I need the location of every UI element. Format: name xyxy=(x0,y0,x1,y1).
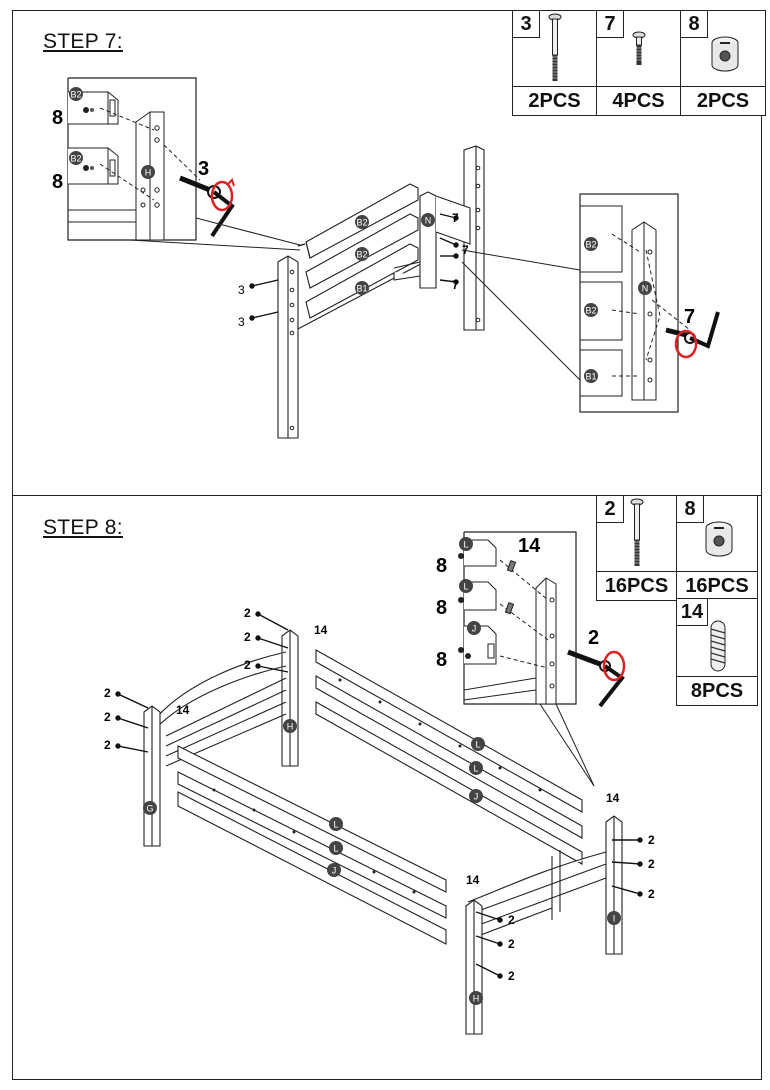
callout-number: 2 xyxy=(648,833,655,847)
short-bolt-icon xyxy=(632,31,646,65)
dowel-icon xyxy=(710,620,726,672)
barrel-nut-icon xyxy=(711,36,739,72)
barrel-nut-icon xyxy=(705,521,733,557)
callout-number: 2 xyxy=(104,738,111,752)
part-label: B2 xyxy=(70,154,81,164)
part-number: 2 xyxy=(597,496,624,523)
part-quantity: 2PCS xyxy=(513,86,596,115)
part-number: 3 xyxy=(513,11,540,38)
part-label: N xyxy=(425,216,432,226)
callout-number: 14 xyxy=(518,535,541,557)
part-label: B2 xyxy=(356,250,367,260)
step-7-title: STEP 7: xyxy=(43,30,123,53)
part-cell: 8 2PCS xyxy=(681,11,765,115)
callout-number: 14 xyxy=(466,873,480,887)
step-7-detail-inset-left xyxy=(67,77,235,241)
part-label: L xyxy=(333,820,338,830)
part-label: L xyxy=(463,540,468,550)
part-label: B2 xyxy=(585,240,596,250)
callout-number: 2 xyxy=(104,686,111,700)
callout-number: 3 xyxy=(198,158,209,180)
part-label: B1 xyxy=(585,372,596,382)
part-quantity: 16PCS xyxy=(677,571,757,600)
step-8-title: STEP 8: xyxy=(43,516,123,539)
part-number: 8 xyxy=(677,496,704,523)
part-label: B2 xyxy=(356,218,367,228)
part-cell: 7 4PCS xyxy=(597,11,681,115)
callout-number: 14 xyxy=(314,623,328,637)
part-label: H xyxy=(473,994,480,1004)
part-label: N xyxy=(642,284,649,294)
part-number: 14 xyxy=(677,599,708,626)
callout-number: 2 xyxy=(588,627,599,649)
part-label: L xyxy=(475,740,480,750)
part-label: J xyxy=(474,792,479,802)
callout-number: 3 xyxy=(238,315,245,329)
callout-number: 8 xyxy=(52,107,63,129)
part-quantity: 4PCS xyxy=(597,86,680,115)
callout-number: 2 xyxy=(244,630,251,644)
part-label: L xyxy=(473,764,478,774)
callout-number: 7 xyxy=(452,278,459,292)
callout-number: 2 xyxy=(648,857,655,871)
part-cell: 3 2PCS xyxy=(513,11,597,115)
part-label: H xyxy=(287,722,294,732)
callout-number: 2 xyxy=(508,969,515,983)
callout-number: 7 xyxy=(452,211,459,225)
part-label: H xyxy=(145,168,152,178)
step-8-detail-inset xyxy=(458,531,626,708)
part-quantity: 16PCS xyxy=(597,571,676,600)
callout-number: 2 xyxy=(244,606,251,620)
part-label: B1 xyxy=(356,284,367,294)
callout-number: 14 xyxy=(176,703,190,717)
callout-number: 8 xyxy=(436,555,447,577)
part-label: B2 xyxy=(70,90,81,100)
part-number: 8 xyxy=(681,11,708,38)
part-cell: 14 8PCS xyxy=(677,599,757,705)
part-label: L xyxy=(333,844,338,854)
callout-number: 3 xyxy=(238,283,245,297)
step-7-parts-table: 3 2PCS 7 4PCS 8 2PCS xyxy=(512,10,766,116)
part-number: 7 xyxy=(597,11,624,38)
callout-number: 2 xyxy=(508,937,515,951)
step-8-bed-frame xyxy=(143,629,623,1035)
callout-number: 2 xyxy=(244,658,251,672)
callout-number: 8 xyxy=(52,171,63,193)
callout-number: 7 xyxy=(684,306,695,328)
part-label: G xyxy=(146,804,153,814)
part-label: J xyxy=(472,624,477,634)
long-bolt-icon xyxy=(548,13,562,81)
part-cell: 8 16PCS xyxy=(677,496,757,600)
callout-number: 7 xyxy=(462,243,469,257)
callout-number: 8 xyxy=(436,597,447,619)
callout-number: 2 xyxy=(648,887,655,901)
part-label: I xyxy=(613,914,616,924)
part-label: L xyxy=(463,582,468,592)
callout-number: 2 xyxy=(104,710,111,724)
step-8-parts-table: 2 16PCS 8 16PCS xyxy=(596,495,758,601)
part-quantity: 2PCS xyxy=(681,86,765,115)
step-8-dowel-table: 14 8PCS xyxy=(676,598,758,706)
step-8-panel xyxy=(12,495,762,1080)
step-7-frame xyxy=(277,145,485,439)
part-label: J xyxy=(332,866,337,876)
callout-number: 8 xyxy=(436,649,447,671)
long-bolt-icon xyxy=(630,498,644,566)
callout-number: 14 xyxy=(606,791,620,805)
part-label: B2 xyxy=(585,306,596,316)
part-quantity: 8PCS xyxy=(677,676,757,705)
callout-number: 2 xyxy=(508,913,515,927)
part-cell: 2 16PCS xyxy=(597,496,677,600)
step-7-detail-inset-right xyxy=(579,193,720,413)
